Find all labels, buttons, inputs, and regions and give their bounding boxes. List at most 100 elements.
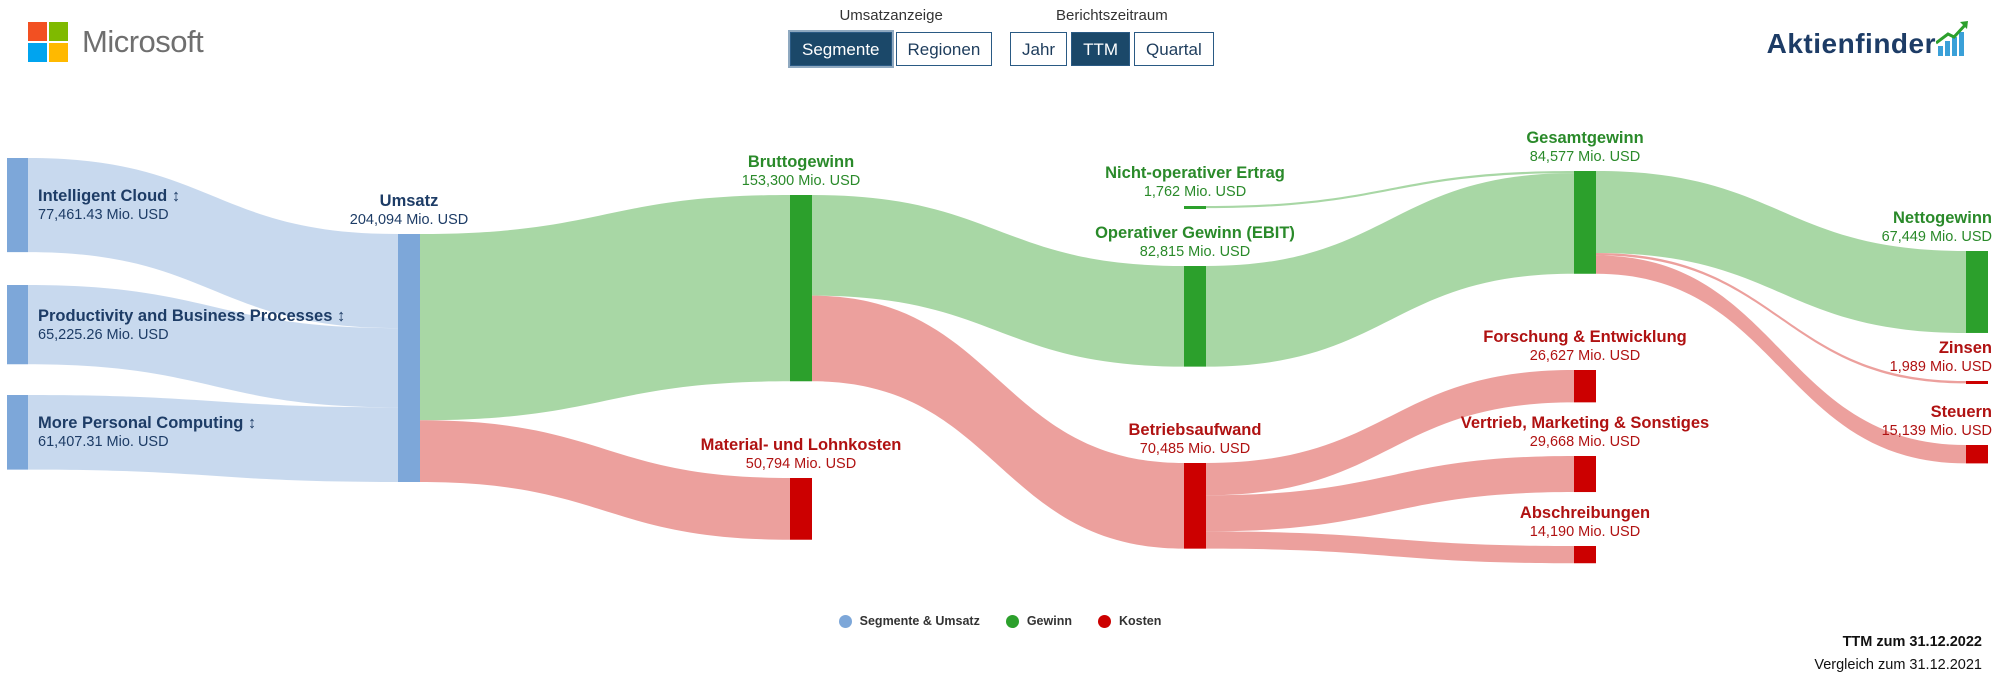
node-label-brutto: Bruttogewinn 153,300 Mio. USD [601, 153, 1001, 191]
segmente-button[interactable]: Segmente [790, 32, 892, 66]
node-value: 65,225.26 Mio. USD [38, 326, 169, 343]
jahr-button[interactable]: Jahr [1010, 32, 1068, 66]
node-bar-netto[interactable] [1966, 251, 1988, 333]
legend-label: Gewinn [1026, 614, 1072, 628]
ttm-button[interactable]: TTM [1071, 32, 1131, 66]
node-label-nonop: Nicht-operativer Ertrag 1,762 Mio. USD [995, 164, 1395, 202]
flow-gesamt-netto[interactable] [1596, 171, 1966, 333]
node-name: Vertrieb, Marketing & Sonstiges [1460, 414, 1710, 432]
node-bar-vms[interactable] [1574, 456, 1596, 493]
node-bar-mpc[interactable] [7, 395, 28, 470]
flow-ebit-gesamt[interactable] [1206, 173, 1574, 367]
node-bar-fue[interactable] [1574, 370, 1596, 403]
flow-mpc-umsatz[interactable] [28, 395, 398, 482]
legend-label: Kosten [1118, 614, 1162, 628]
node-name: Bruttogewinn [747, 153, 855, 171]
node-bar-pbp[interactable] [7, 285, 28, 365]
node-label-zinsen: Zinsen 1,989 Mio. USD [1890, 339, 1992, 377]
node-label-material: Material- und Lohnkosten 50,794 Mio. USD [601, 436, 1001, 474]
brand-name: Aktienfinder [1766, 28, 1936, 59]
legend-dot-icon [1005, 614, 1019, 628]
node-value: 29,668 Mio. USD [1529, 434, 1641, 450]
node-bar-gesamt[interactable] [1574, 171, 1596, 274]
node-value: 15,139 Mio. USD [1881, 423, 1992, 439]
legend-dot-icon [1097, 614, 1111, 628]
chart-legend: Segmente & Umsatz Gewinn Kosten [0, 614, 2000, 628]
flow-umsatz-material[interactable] [420, 420, 790, 540]
flow-gesamt-zinsen[interactable] [1596, 252, 1966, 384]
node-bar-ebit[interactable] [1184, 266, 1206, 367]
node-name: Nettogewinn [1893, 209, 1992, 227]
node-bar-steuern[interactable] [1966, 445, 1988, 464]
node-name: Steuern [1930, 403, 1992, 421]
node-name: Gesamtgewinn [1526, 129, 1644, 147]
flow-nonop-gesamt[interactable] [1206, 171, 1574, 209]
node-value: 84,577 Mio. USD [1529, 149, 1641, 165]
quartal-button[interactable]: Quartal [1134, 32, 1214, 66]
revenue-view-label: Umsatzanzeige [839, 7, 943, 24]
flow-betrieb-abschr[interactable] [1206, 531, 1574, 564]
company-logo: Microsoft [28, 22, 204, 62]
node-value: 26,627 Mio. USD [1529, 348, 1641, 364]
flow-brutto-betrieb[interactable] [812, 295, 1184, 549]
node-value: 204,094 Mio. USD [349, 212, 469, 228]
node-label-cloud: Intelligent Cloud ↕77,461.43 Mio. USD [38, 187, 180, 225]
node-value: 14,190 Mio. USD [1529, 524, 1641, 540]
node-label-mpc: More Personal Computing ↕61,407.31 Mio. … [38, 414, 256, 452]
node-name[interactable]: Intelligent Cloud ↕ [38, 187, 181, 206]
node-label-abschr: Abschreibungen 14,190 Mio. USD [1385, 504, 1785, 542]
flow-umsatz-brutto[interactable] [420, 195, 790, 421]
legend-item-gewinn[interactable]: Gewinn [1005, 614, 1072, 628]
node-name: Operativer Gewinn (EBIT) [1095, 224, 1295, 242]
node-bar-betrieb[interactable] [1184, 463, 1206, 549]
node-name: Abschreibungen [1519, 504, 1651, 522]
footer-compare: Vergleich zum 31.12.2021 [1814, 657, 1982, 673]
node-value: 1,989 Mio. USD [1889, 359, 1992, 375]
flow-pbp-umsatz[interactable] [28, 285, 398, 408]
node-name[interactable]: More Personal Computing ↕ [38, 414, 257, 433]
node-bar-zinsen[interactable] [1966, 381, 1988, 384]
node-value: 82,815 Mio. USD [1139, 244, 1251, 260]
node-label-betrieb: Betriebsaufwand 70,485 Mio. USD [995, 421, 1395, 459]
node-label-pbp: Productivity and Business Processes ↕65,… [38, 307, 345, 345]
flow-gesamt-steuern[interactable] [1596, 255, 1966, 464]
node-value: 67,449 Mio. USD [1881, 229, 1992, 245]
sankey-chart [7, 158, 1988, 564]
flow-betrieb-fue[interactable] [1206, 370, 1574, 496]
legend-item-kosten[interactable]: Kosten [1097, 614, 1162, 628]
regionen-button[interactable]: Regionen [895, 32, 993, 66]
node-name: Nicht-operativer Ertrag [1105, 164, 1285, 182]
node-value: 1,762 Mio. USD [1143, 184, 1247, 200]
node-bar-cloud[interactable] [7, 158, 28, 253]
growth-chart-icon [1936, 21, 1968, 56]
legend-item-segmente[interactable]: Segmente & Umsatz [838, 614, 980, 628]
footer-period: TTM zum 31.12.2022 [1842, 634, 1982, 650]
node-bar-abschr[interactable] [1574, 546, 1596, 564]
node-label-netto: Nettogewinn 67,449 Mio. USD [1882, 209, 1992, 247]
node-value: 61,407.31 Mio. USD [38, 434, 169, 451]
node-value: 50,794 Mio. USD [745, 456, 857, 472]
node-label-vms: Vertrieb, Marketing & Sonstiges 29,668 Mi… [1385, 414, 1785, 452]
node-bar-material[interactable] [790, 478, 812, 540]
node-label-gesamt: Gesamtgewinn 84,577 Mio. USD [1385, 129, 1785, 167]
node-bar-umsatz[interactable] [398, 234, 420, 482]
node-bar-nonop[interactable] [1184, 206, 1206, 209]
node-name[interactable]: Productivity and Business Processes ↕ [38, 306, 346, 325]
node-value: 70,485 Mio. USD [1139, 441, 1251, 457]
microsoft-squares-icon [28, 22, 68, 62]
node-value: 153,300 Mio. USD [741, 173, 861, 189]
period-label: Berichtszeitraum [1056, 7, 1168, 24]
node-bar-brutto[interactable] [790, 195, 812, 382]
legend-label: Segmente & Umsatz [859, 614, 980, 628]
flow-betrieb-vms[interactable] [1206, 456, 1574, 532]
revenue-view-control: Umsatzanzeige Segmente Regionen [790, 7, 993, 66]
flow-cloud-umsatz[interactable] [28, 158, 398, 329]
flow-brutto-ebit[interactable] [812, 195, 1184, 367]
node-name: Betriebsaufwand [1128, 421, 1262, 439]
node-name: Zinsen [1938, 339, 1992, 357]
node-label-ebit: Operativer Gewinn (EBIT) 82,815 Mio. USD [995, 224, 1395, 262]
node-name: Material- und Lohnkosten [700, 436, 902, 454]
node-label-steuern: Steuern 15,139 Mio. USD [1882, 403, 1992, 441]
